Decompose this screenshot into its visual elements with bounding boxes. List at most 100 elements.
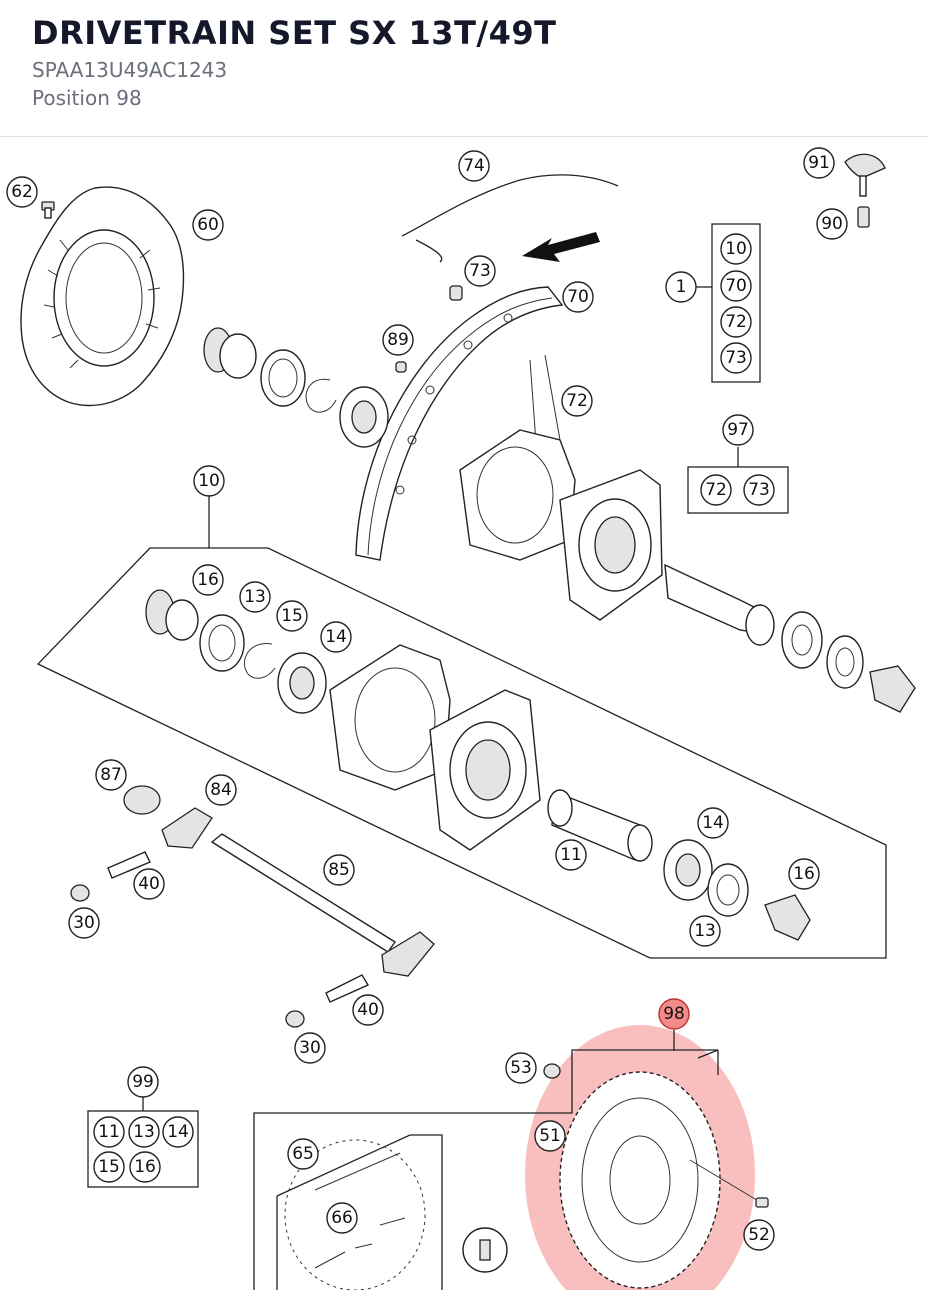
callout-kit99-14[interactable]: 14 xyxy=(162,1116,194,1148)
callout-14-left[interactable]: 14 xyxy=(320,621,352,653)
callout-kit99-16[interactable]: 16 xyxy=(129,1151,161,1183)
part-number: SPAA13U49AC1243 xyxy=(32,58,228,82)
callout-11[interactable]: 11 xyxy=(555,839,587,871)
callout-1[interactable]: 1 xyxy=(665,271,697,303)
svg-text:40: 40 xyxy=(138,874,160,894)
brake-disc-part[interactable] xyxy=(20,186,185,407)
callout-30-upper[interactable]: 30 xyxy=(68,907,100,939)
position-label: Position 98 xyxy=(32,86,142,110)
callout-98-active[interactable]: 98 xyxy=(658,998,690,1030)
right-bearing-part[interactable] xyxy=(663,839,713,901)
spacer-part[interactable] xyxy=(547,789,653,862)
adjuster-bolt-part[interactable] xyxy=(107,851,151,879)
callout-65[interactable]: 65 xyxy=(287,1138,319,1170)
svg-text:1: 1 xyxy=(676,277,687,297)
valve-nut-part[interactable] xyxy=(857,206,870,228)
callout-13-right[interactable]: 13 xyxy=(689,915,721,947)
callout-66[interactable]: 66 xyxy=(326,1202,358,1234)
callout-kit99-13[interactable]: 13 xyxy=(128,1116,160,1148)
chain-part[interactable] xyxy=(284,1139,426,1290)
callout-kit1-73[interactable]: 73 xyxy=(720,342,752,374)
sprocket-bolt-part[interactable] xyxy=(689,1159,769,1208)
callout-40-upper[interactable]: 40 xyxy=(133,868,165,900)
svg-text:53: 53 xyxy=(510,1058,532,1078)
callout-kit1-10[interactable]: 10 xyxy=(720,233,752,265)
callout-97[interactable]: 97 xyxy=(722,414,754,446)
upper-seal-part[interactable] xyxy=(203,327,257,379)
callout-84[interactable]: 84 xyxy=(205,774,237,806)
callout-kit97-72[interactable]: 72 xyxy=(700,474,732,506)
front-sprocket-part[interactable] xyxy=(462,1227,508,1273)
callout-87[interactable]: 87 xyxy=(95,759,127,791)
svg-text:72: 72 xyxy=(705,480,727,500)
right-ring-part[interactable] xyxy=(707,863,749,917)
callout-16-right[interactable]: 16 xyxy=(788,858,820,890)
left-ring-part[interactable] xyxy=(199,614,245,672)
svg-text:72: 72 xyxy=(566,391,588,411)
axle-nut-part[interactable] xyxy=(123,785,161,815)
sprocket-nut-part[interactable] xyxy=(543,1063,561,1079)
svg-text:52: 52 xyxy=(748,1225,770,1245)
callout-99[interactable]: 99 xyxy=(127,1066,159,1098)
callout-74[interactable]: 74 xyxy=(458,150,490,182)
kit-1-box xyxy=(711,223,761,383)
callout-62[interactable]: 62 xyxy=(6,176,38,208)
callout-53[interactable]: 53 xyxy=(505,1052,537,1084)
nipple-part[interactable] xyxy=(395,361,407,373)
svg-text:11: 11 xyxy=(98,1122,120,1142)
callout-kit1-72[interactable]: 72 xyxy=(720,306,752,338)
exploded-parts-diagram: 62 60 74 91 90 73 70 89 72 1 10 70 72 73… xyxy=(6,147,916,1290)
svg-text:15: 15 xyxy=(281,606,303,626)
callout-16-left[interactable]: 16 xyxy=(192,564,224,596)
svg-text:66: 66 xyxy=(331,1208,353,1228)
svg-text:13: 13 xyxy=(244,587,266,607)
upper-circlip-part[interactable] xyxy=(305,378,337,413)
callout-13-left[interactable]: 13 xyxy=(239,581,271,613)
callout-72[interactable]: 72 xyxy=(561,385,593,417)
callout-kit1-70[interactable]: 70 xyxy=(720,270,752,302)
upper-bearing-part[interactable] xyxy=(339,386,389,448)
svg-text:74: 74 xyxy=(463,156,485,176)
lower-bolt-part[interactable] xyxy=(325,974,370,1003)
upper-right-bearings-part[interactable] xyxy=(781,611,916,713)
svg-text:99: 99 xyxy=(132,1072,154,1092)
valve-cap-part[interactable] xyxy=(844,153,886,197)
page-title: DRIVETRAIN SET SX 13T/49T xyxy=(32,14,557,52)
callout-kit99-11[interactable]: 11 xyxy=(93,1116,125,1148)
callout-14-right[interactable]: 14 xyxy=(697,807,729,839)
left-bearing-part[interactable] xyxy=(277,652,327,714)
rear-hub-part[interactable] xyxy=(329,644,541,851)
callout-40-lower[interactable]: 40 xyxy=(352,994,384,1026)
callout-kit97-73[interactable]: 73 xyxy=(743,474,775,506)
disc-bolt-part[interactable] xyxy=(41,201,55,219)
callout-kit99-15[interactable]: 15 xyxy=(93,1151,125,1183)
wheel-rim-part[interactable] xyxy=(355,286,564,561)
callout-85[interactable]: 85 xyxy=(323,854,355,886)
left-circlip-part[interactable] xyxy=(243,643,276,679)
kit-98-frame xyxy=(253,1049,718,1290)
callout-52[interactable]: 52 xyxy=(743,1219,775,1251)
callout-91[interactable]: 91 xyxy=(803,147,835,179)
rear-sprocket-part[interactable] xyxy=(559,1071,721,1289)
lower-nut-part[interactable] xyxy=(285,1010,305,1028)
upper-hub-part[interactable] xyxy=(459,429,775,646)
svg-text:14: 14 xyxy=(702,813,724,833)
callout-30-lower[interactable]: 30 xyxy=(294,1032,326,1064)
left-seal-part[interactable] xyxy=(145,589,199,641)
callout-73[interactable]: 73 xyxy=(464,255,496,287)
axle-part[interactable] xyxy=(210,833,435,977)
callout-10[interactable]: 10 xyxy=(193,465,225,497)
callout-51[interactable]: 51 xyxy=(534,1120,566,1152)
adjuster-nut-part[interactable] xyxy=(70,884,90,902)
svg-text:30: 30 xyxy=(73,913,95,933)
callout-90[interactable]: 90 xyxy=(816,208,848,240)
callout-60[interactable]: 60 xyxy=(192,209,224,241)
chain-adjuster-part[interactable] xyxy=(161,807,213,849)
spoke-nipple-part[interactable] xyxy=(449,285,463,301)
svg-text:15: 15 xyxy=(98,1157,120,1177)
upper-ring-part[interactable] xyxy=(260,349,306,407)
callout-70[interactable]: 70 xyxy=(562,281,594,313)
right-seal-part[interactable] xyxy=(764,894,811,941)
callout-89[interactable]: 89 xyxy=(382,324,414,356)
callout-15[interactable]: 15 xyxy=(276,600,308,632)
